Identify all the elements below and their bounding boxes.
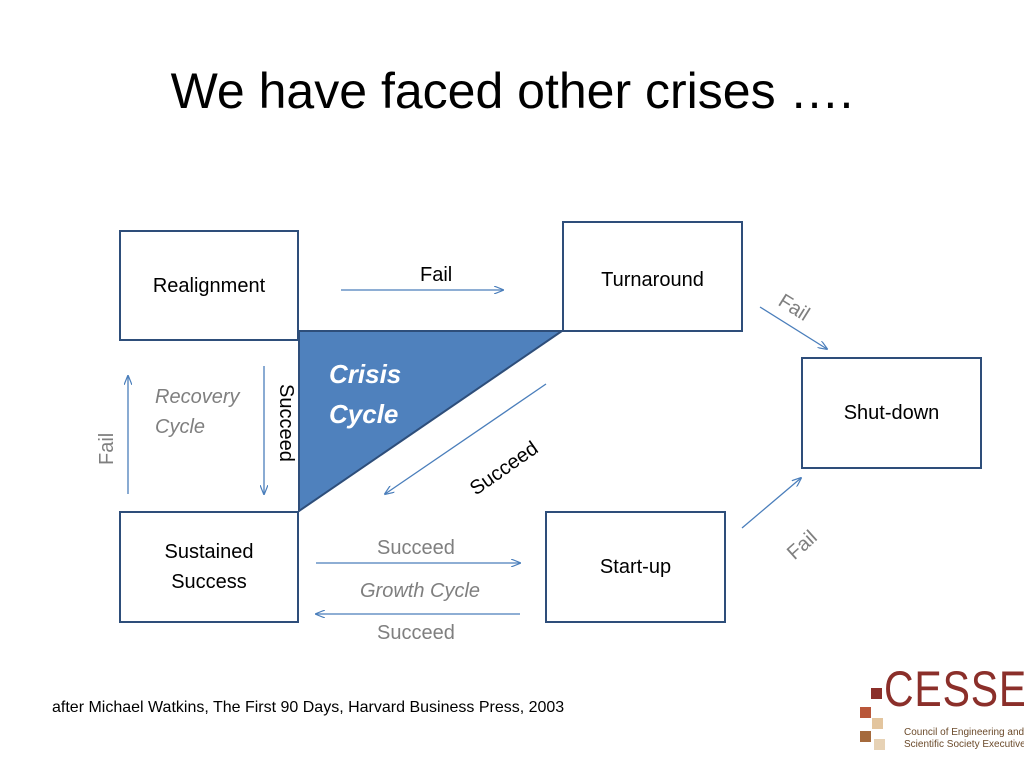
turnaround-label: Turnaround bbox=[601, 269, 704, 291]
startup-box: Start-up bbox=[545, 511, 726, 623]
succeed-label-vertical: Succeed bbox=[275, 384, 297, 462]
logo-subtitle-line2: Scientific Society Executives bbox=[904, 739, 1024, 750]
logo-square-icon bbox=[871, 688, 882, 699]
turnaround-box: Turnaround bbox=[562, 221, 743, 332]
growth-cycle-label: Growth Cycle bbox=[360, 580, 481, 602]
shutdown-box: Shut-down bbox=[801, 357, 982, 469]
arrow-turnaround-to-sustained bbox=[385, 383, 547, 494]
crisis-cycle-label: Crisis Cycle bbox=[329, 354, 401, 434]
arrow-startup-to-shutdown bbox=[741, 478, 801, 529]
crisis-cycle-triangle bbox=[298, 330, 566, 513]
citation-footer: after Michael Watkins, The First 90 Days… bbox=[52, 699, 565, 716]
slide-title: We have faced other crises …. bbox=[170, 63, 854, 119]
fail-label-realignment-turnaround: Fail bbox=[420, 264, 453, 286]
logo-square-icon bbox=[860, 707, 871, 718]
logo-square-icon bbox=[874, 739, 885, 750]
recovery-cycle-line2: Cycle bbox=[155, 416, 206, 438]
recovery-cycle-label: Recovery Cycle bbox=[155, 382, 239, 442]
fail-label-recovery: Fail bbox=[96, 432, 118, 465]
logo-square-icon bbox=[860, 731, 871, 742]
sustained-success-box: Sustained Success bbox=[119, 511, 299, 623]
sustained-label-line1: Sustained bbox=[164, 541, 254, 563]
crisis-cycle-line2: Cycle bbox=[329, 399, 399, 429]
logo-square-icon bbox=[872, 718, 883, 729]
logo-subtitle: Council of Engineering and Scientific So… bbox=[904, 727, 1024, 751]
realignment-label: Realignment bbox=[152, 274, 266, 297]
logo-subtitle-line1: Council of Engineering and bbox=[904, 727, 1024, 738]
arrow-turnaround-to-shutdown bbox=[759, 306, 827, 349]
logo-name: CESSE bbox=[884, 661, 1024, 717]
succeed-label-bottom: Succeed bbox=[377, 622, 455, 644]
startup-label: Start-up bbox=[599, 556, 672, 578]
shutdown-label: Shut-down bbox=[843, 402, 940, 424]
realignment-box: Realignment bbox=[119, 230, 299, 341]
crisis-cycle-line1: Crisis bbox=[329, 359, 402, 389]
succeed-label-top: Succeed bbox=[377, 537, 455, 559]
recovery-cycle-line1: Recovery bbox=[155, 386, 240, 408]
sustained-label-line2: Success bbox=[171, 571, 247, 593]
